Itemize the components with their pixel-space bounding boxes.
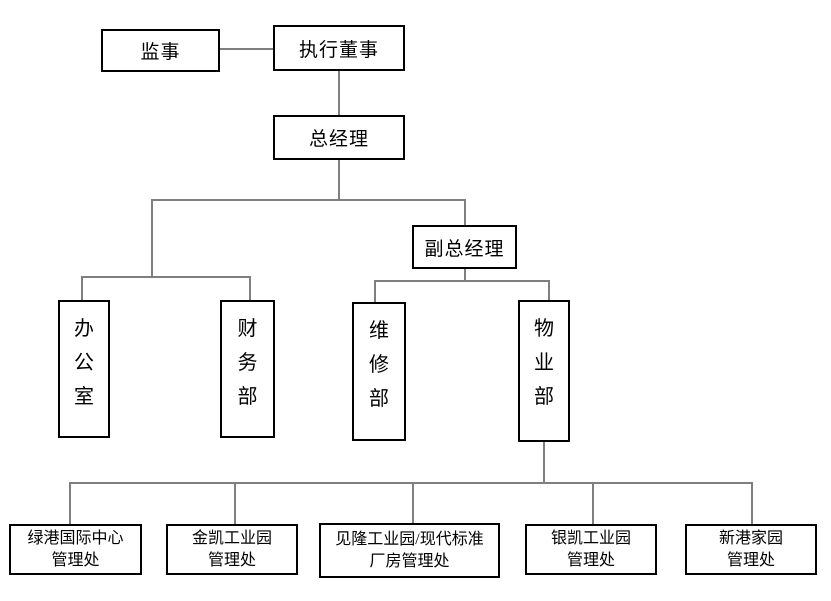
connector-drop-finance (249, 276, 251, 301)
node-property-dept-char: 部 (534, 386, 554, 408)
connector-drop-office-4 (592, 482, 594, 525)
connector-property-down (543, 442, 545, 483)
connector-supervisor-director (220, 48, 273, 50)
mgmt-office-line2: 厂房管理处 (369, 552, 450, 570)
node-mgmt-office-jinkai: 金凯工业园 管理处 (166, 524, 298, 575)
connector-left-branch-down (151, 199, 153, 278)
connector-deputy-horizontal (374, 280, 550, 282)
mgmt-office-line1: 银凯工业园 (550, 529, 631, 547)
mgmt-office-line2: 管理处 (51, 551, 100, 569)
connector-gm-down (338, 160, 340, 201)
connector-drop-deputy (464, 199, 466, 226)
connector-left-horizontal (81, 276, 251, 278)
node-executive-director: 执行董事 (273, 25, 405, 71)
mgmt-office-line1: 新港家园 (718, 529, 783, 547)
connector-deputy-down (464, 269, 466, 282)
node-mgmt-office-lvgang: 绿港国际中心 管理处 (9, 524, 142, 575)
mgmt-office-line1: 金凯工业园 (191, 529, 272, 547)
node-maintenance-dept-char: 修 (369, 354, 389, 376)
node-office-dept-char: 公 (74, 352, 94, 374)
node-finance-dept-char: 部 (237, 386, 258, 408)
node-supervisor: 监事 (101, 29, 220, 72)
node-office-dept: 办 公 室 (58, 300, 110, 438)
node-mgmt-office-xingang: 新港家园 管理处 (685, 524, 817, 575)
node-office-dept-char: 办 (74, 318, 94, 340)
connector-drop-office-1 (69, 482, 71, 525)
connector-drop-office (81, 276, 83, 301)
node-general-manager-label: 总经理 (308, 129, 369, 150)
node-maintenance-dept-char: 维 (369, 320, 389, 342)
mgmt-office-line2: 管理处 (207, 551, 256, 569)
node-deputy-general-manager: 副总经理 (412, 225, 517, 269)
node-mgmt-office-jianlong: 见隆工业园/现代标准 厂房管理处 (319, 523, 500, 578)
mgmt-office-line1: 见隆工业园/现代标准 (335, 530, 484, 548)
node-supervisor-label: 监事 (140, 42, 181, 63)
connector-drop-office-3 (412, 482, 414, 524)
node-maintenance-dept: 维 修 部 (352, 302, 406, 441)
node-deputy-general-manager-label: 副总经理 (424, 238, 505, 260)
connector-drop-maintenance (374, 280, 376, 303)
connector-drop-office-5 (751, 482, 753, 525)
connector-drop-property (548, 280, 550, 301)
connector-director-gm (338, 71, 340, 115)
node-office-dept-char: 室 (74, 386, 94, 408)
node-property-dept: 物 业 部 (518, 300, 570, 442)
mgmt-office-line1: 绿港国际中心 (27, 529, 124, 547)
node-finance-dept: 财 务 部 (220, 300, 275, 438)
node-executive-director-label: 执行董事 (298, 39, 379, 61)
node-property-dept-char: 物 (534, 318, 554, 340)
connector-drop-office-2 (234, 482, 236, 525)
connector-bottom-horizontal (69, 482, 753, 484)
mgmt-office-line2: 管理处 (566, 551, 615, 569)
connector-gm-horizontal (151, 199, 466, 201)
node-mgmt-office-yinkai: 银凯工业园 管理处 (525, 524, 657, 575)
node-property-dept-char: 业 (534, 352, 554, 374)
node-finance-dept-char: 财 (237, 318, 258, 340)
node-finance-dept-char: 务 (237, 352, 258, 374)
node-general-manager: 总经理 (273, 115, 405, 160)
node-maintenance-dept-char: 部 (369, 388, 389, 410)
mgmt-office-line2: 管理处 (726, 551, 775, 569)
